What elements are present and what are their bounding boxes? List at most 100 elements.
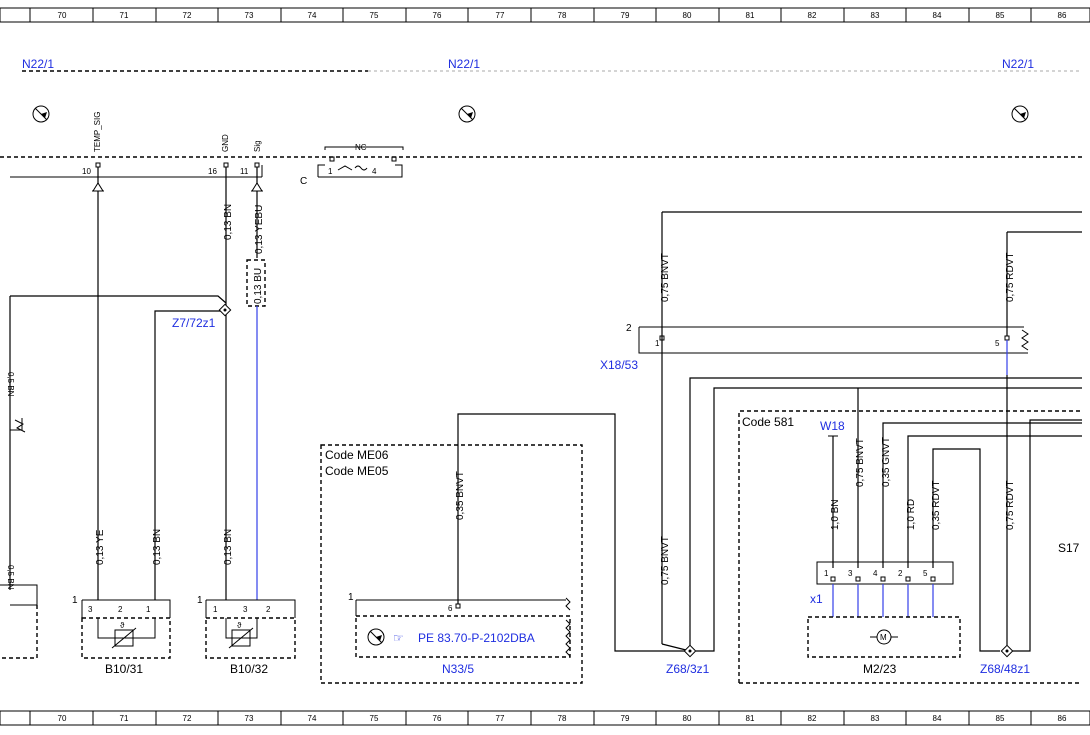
wire-label: 0,13 BU — [253, 268, 264, 304]
component-label-m2-23: M2/23 — [863, 662, 897, 676]
ruler-top-cell: 76 — [433, 11, 442, 20]
option-code-581: Code 581 — [742, 415, 794, 429]
wire-035-bnvt — [457, 413, 690, 652]
pin-number: 1 — [213, 605, 218, 614]
pin-number: 2 — [626, 323, 632, 334]
option-code-me06: Code ME06 — [325, 448, 389, 462]
ruler-bottom-cell: 72 — [183, 714, 192, 723]
ruler-bottom-cell: 77 — [496, 714, 505, 723]
pin-number: 1 — [72, 595, 78, 606]
pin-number: 1 — [197, 595, 203, 606]
wire-035-rdvt — [932, 448, 1000, 652]
pin-number-11: 11 — [240, 167, 249, 176]
svg-text:ϑ: ϑ — [120, 621, 125, 630]
ruler-top-cell: 72 — [183, 11, 192, 20]
motor-m2-23: M M2/23 — [807, 616, 961, 676]
ruler-bottom-cell: 79 — [621, 714, 630, 723]
ruler-top-cell: 81 — [746, 11, 755, 20]
ruler-bottom-cell: 82 — [808, 714, 817, 723]
ruler-bottom-cell: 86 — [1058, 714, 1067, 723]
pin-signal-sig: Sig — [253, 140, 262, 152]
option-box-581 — [738, 410, 1082, 683]
wire-label: 0,13 YEBU — [254, 205, 265, 254]
wire-label: 0,13 BN — [152, 529, 163, 565]
wire-label: 0,75 BNVT — [855, 438, 866, 487]
option-box-me — [320, 444, 583, 684]
ruler-top-cell: 80 — [683, 11, 692, 20]
document-reference-link[interactable]: PE 83.70-P-2102DBA — [418, 631, 535, 645]
splice-label-z68-48: Z68/48z1 — [980, 662, 1030, 676]
connector-x1: 1 3 4 2 5 x1 — [810, 561, 954, 606]
pin-number: 1 — [655, 339, 660, 348]
switch-pin-1: 1 — [328, 167, 333, 176]
pin-number: 1 — [348, 592, 354, 603]
control-unit-icon — [458, 105, 476, 123]
ruler-top-cell: 85 — [996, 11, 1005, 20]
wire-label: 0,75 BNVT — [660, 536, 671, 585]
wire-label: 0,75 RDVT — [1005, 481, 1016, 530]
wire-label: 0,35 RDVT — [931, 481, 942, 530]
control-unit-icon — [32, 105, 50, 123]
control-unit-icon — [1011, 105, 1029, 123]
connector-x18-53: 2 1 5 X18/53 — [600, 323, 1029, 372]
splice-label-z7: Z7/72z1 — [172, 316, 216, 330]
pin-number: 2 — [118, 605, 123, 614]
pin-number: 5 — [923, 569, 928, 578]
wire-label: 0,13 BN — [223, 529, 234, 565]
ruler-top-cell: 82 — [808, 11, 817, 20]
ruler-top-cell: 73 — [245, 11, 254, 20]
pin-number: 4 — [873, 569, 878, 578]
ruler-top: 70 71 72 73 74 75 76 77 78 79 80 81 82 8… — [0, 7, 1090, 23]
ruler-top-cell: 79 — [621, 11, 630, 20]
switch-c-label: C — [300, 176, 307, 187]
ruler-top-cell: 74 — [308, 11, 317, 20]
ruler-bottom-cell: 83 — [871, 714, 880, 723]
pin-number: 1 — [824, 569, 829, 578]
ruler-bottom-cell: 81 — [746, 714, 755, 723]
ruler-top-cell: 78 — [558, 11, 567, 20]
component-label-n33-5: N33/5 — [442, 662, 474, 676]
pin-number-10: 10 — [82, 167, 91, 176]
ruler-bottom-cell: 75 — [370, 714, 379, 723]
ruler-bottom-cell: 71 — [120, 714, 129, 723]
wire-10-rd — [907, 435, 1082, 568]
pin-number: 1 — [146, 605, 151, 614]
pin-number: 3 — [848, 569, 853, 578]
component-label-s17: S17 — [1058, 541, 1080, 555]
svg-text:ϑ: ϑ — [237, 621, 242, 630]
ground-label-w18: W18 — [820, 419, 845, 433]
ruler-bottom-cell: 78 — [558, 714, 567, 723]
wire-035-gnvt — [882, 422, 1082, 568]
wire-label: 0,13 BN — [223, 204, 234, 240]
ruler-top-cell: 86 — [1058, 11, 1067, 20]
module-n33-5: 1 6 ☞ PE 83.70-P-2102DBA N33/5 — [348, 592, 571, 676]
hand-pointer-icon: ☞ — [393, 631, 404, 645]
pin-signal-temp-sig: TEMP_SIG — [93, 112, 102, 152]
ruler-top-cell: 71 — [120, 11, 129, 20]
module-label-n22-left: N22/1 — [22, 57, 54, 71]
pin-number: 5 — [995, 339, 1000, 348]
control-unit-icon — [367, 628, 385, 646]
ruler-top-cell: 83 — [871, 11, 880, 20]
sensor-b10-31: 1 3 2 1 ϑ B10/31 — [72, 595, 171, 676]
ruler-bottom-cell: 74 — [308, 714, 317, 723]
wire-label: 0,75 BNVT — [660, 253, 671, 302]
pin-number: 3 — [88, 605, 93, 614]
ruler-bottom-cell: 84 — [933, 714, 942, 723]
ruler-bottom-cell: 80 — [683, 714, 692, 723]
ruler-top-cell: 84 — [933, 11, 942, 20]
ruler-bottom-cell: 73 — [245, 714, 254, 723]
wire-label: 0,35 GNVT — [881, 437, 892, 487]
option-code-me05: Code ME05 — [325, 464, 389, 478]
wire-label: 0,5 BN — [6, 565, 15, 590]
pin-number: 6 — [448, 604, 453, 613]
pin-signal-gnd: GND — [221, 134, 230, 152]
wire-marker-box — [246, 259, 266, 307]
switch-c: C NC 1 4 — [300, 143, 404, 187]
ruler-top-cell: 70 — [58, 11, 67, 20]
ruler-bottom-cell: 76 — [433, 714, 442, 723]
ruler-bottom-cell: 85 — [996, 714, 1005, 723]
splice-label-z68-3: Z68/3z1 — [666, 662, 710, 676]
wire-label: 0,35 BNVT — [455, 471, 466, 520]
wire-label: 1,0 BN — [830, 499, 841, 530]
